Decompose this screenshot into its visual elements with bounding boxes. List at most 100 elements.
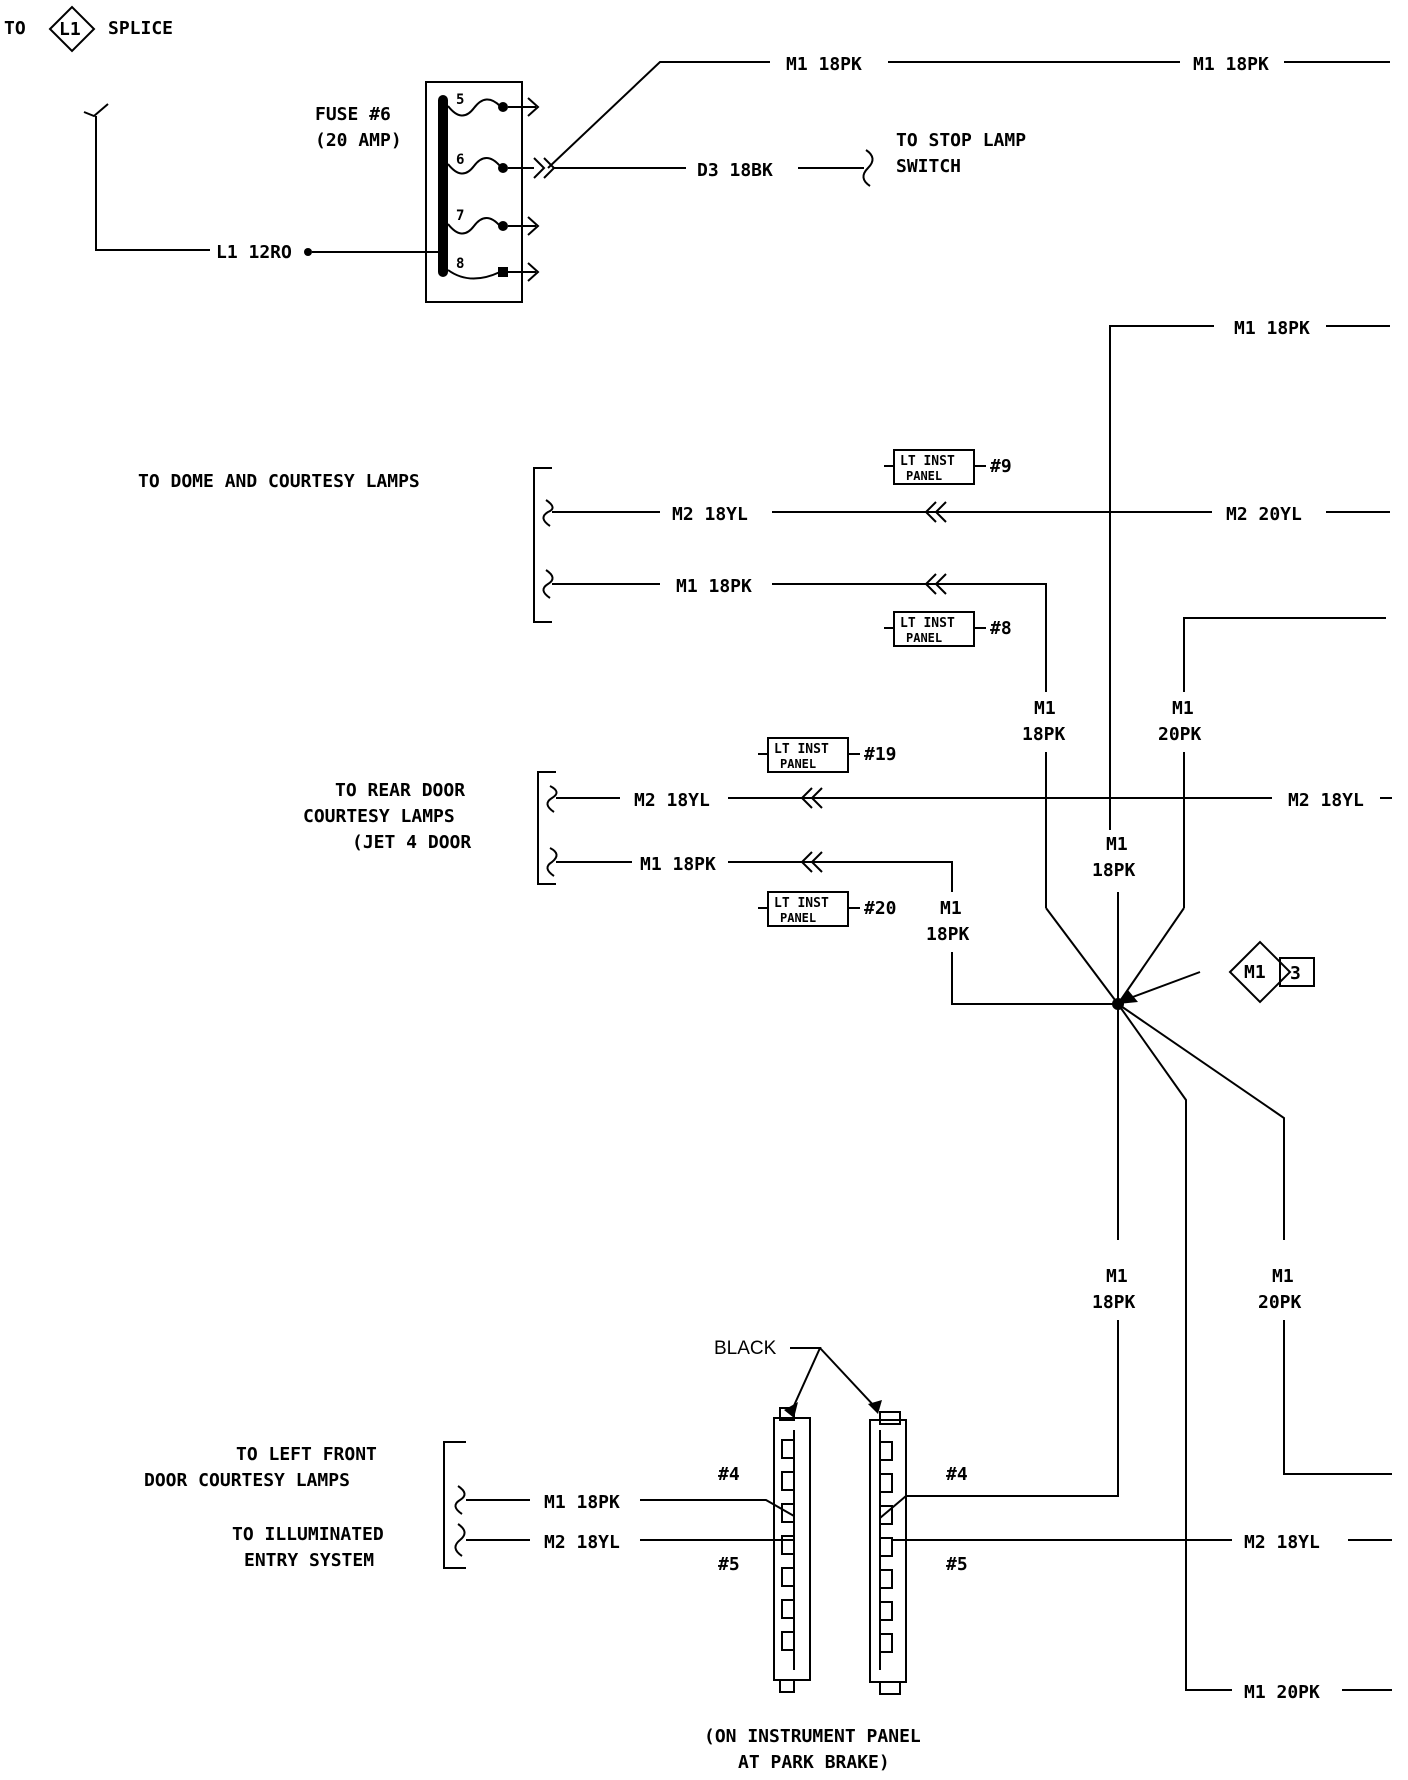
connector-label-1: LT INST: [774, 896, 829, 911]
fuse-element-icon: [447, 269, 501, 280]
wire-m1-rear-to-vertical: [728, 861, 953, 892]
v1-label-2: 18PK: [1022, 724, 1066, 745]
splice-ref-number: 3: [1290, 963, 1301, 984]
rear-bracket: [537, 771, 556, 885]
wire-m2-dome-left-label: M2 18YL: [672, 504, 748, 525]
v6-label-1: M1: [1272, 1266, 1294, 1287]
bottom-right-wires: M2 18YL M1 20PK: [879, 1495, 1392, 1703]
wire-break-icon: [862, 149, 874, 187]
wire-break-icon: [546, 847, 558, 877]
connector-right-latch: [879, 1411, 901, 1425]
fuse-terminal: [498, 163, 508, 173]
connector-left-foot: [779, 1679, 795, 1693]
connector-label-1: LT INST: [774, 742, 829, 757]
fuse-output-arrow-icon: [508, 216, 540, 236]
splice-diamond-icon: [48, 5, 96, 53]
black-label: BLACK: [714, 1338, 777, 1359]
wire-break-icon: [542, 569, 554, 599]
rear-label-2: COURTESY LAMPS: [303, 806, 455, 827]
fuse-block: FUSE #6 (20 AMP) 5 6 7 8: [315, 81, 540, 303]
vertical-wire-labels-lower: M1 18PK M1 20PK: [906, 1266, 1392, 1497]
pin4-left: #4: [718, 1464, 740, 1485]
connector-lt-inst-panel-19: LT INST PANEL #19: [758, 737, 897, 773]
connector-label-2: PANEL: [906, 631, 942, 645]
left-front-section: TO LEFT FRONT DOOR COURTESY LAMPS TO ILL…: [144, 1441, 795, 1571]
fuse-slot-label: 8: [456, 256, 464, 272]
v1-label-1: M1: [1034, 698, 1056, 719]
wire-v6: [1283, 1320, 1392, 1475]
wire-l1-label: L1 12RO: [216, 242, 292, 263]
fuse-output-arrow-icon: [508, 97, 540, 117]
wire-v5-to-connector: [906, 1320, 1119, 1497]
wire-m2-dome-right-label: M2 20YL: [1226, 504, 1302, 525]
wire-m1-lf-to-connector: [640, 1499, 795, 1517]
fuse-terminal: [498, 267, 508, 277]
v2-label-1: M1: [1172, 698, 1194, 719]
v3-label-1: M1: [1106, 834, 1128, 855]
rear-label-1: TO REAR DOOR: [335, 780, 465, 801]
wire-l1-path: [95, 116, 210, 251]
wire-break-icon: [454, 1523, 466, 1557]
pointer-arrow-icon: [868, 1400, 882, 1414]
connector-number: #8: [990, 618, 1012, 639]
vertical-wire-labels-upper: M1 18PK M1 20PK: [1022, 617, 1386, 908]
wire-pin4-right-stub: [879, 1495, 907, 1519]
fuse-slot-label: 6: [456, 152, 464, 168]
wire-d3-label: D3 18BK: [697, 160, 773, 181]
v4-label-2: 18PK: [926, 924, 970, 945]
dome-label: TO DOME AND COURTESY LAMPS: [138, 471, 420, 492]
wire-m1-bottom-right-label: M1 20PK: [1244, 1682, 1320, 1703]
fuse-slot-5: 5: [447, 92, 540, 117]
wire-break-icon: [546, 785, 558, 813]
wire-m1-lf-label: M1 18PK: [544, 1492, 620, 1513]
rear-door-section: TO REAR DOOR COURTESY LAMPS (JET 4 DOOR …: [303, 737, 1392, 1005]
wire-m1-rear-left-label: M1 18PK: [640, 854, 716, 875]
pin5-right: #5: [946, 1554, 968, 1575]
fuse-block-box: [425, 81, 523, 303]
dome-bracket: [533, 467, 552, 623]
v4-label-1: M1: [940, 898, 962, 919]
connector-right-foot: [879, 1681, 901, 1695]
main-vertical: M1 18PK: [1109, 318, 1390, 1000]
wire-m1-20pk-upper: [1183, 617, 1386, 692]
wire-m1-dome-left-label: M1 18PK: [676, 576, 752, 597]
fuse-terminal: [498, 221, 508, 231]
fuse-slot-label: 5: [456, 92, 464, 108]
connector-double-arrow-icon: [924, 573, 947, 595]
connector-label-1: LT INST: [900, 454, 955, 469]
dome-courtesy-section: TO DOME AND COURTESY LAMPS M2 18YL M2 20…: [138, 449, 1390, 692]
wire-m2-lf-label: M2 18YL: [544, 1532, 620, 1553]
wire-splice-out-m1-20pk-right: [1117, 1003, 1285, 1240]
wire-splice-in-1: [1045, 907, 1119, 1005]
connector-right-pins-icon: [879, 1430, 893, 1670]
wire-v4: [951, 952, 1118, 1005]
stop-lamp-label-1: TO STOP LAMP: [896, 130, 1026, 151]
fuse-output-arrow-icon: [508, 262, 540, 282]
wire-m2-rear-left-label: M2 18YL: [634, 790, 710, 811]
fuse-rating: (20 AMP): [315, 130, 402, 151]
splice-pointer: [1129, 971, 1201, 999]
wire-l1-dot: [304, 248, 312, 256]
connector-number: #9: [990, 456, 1012, 477]
location-label-1: (ON INSTRUMENT PANEL: [704, 1726, 921, 1747]
fuse-slot-8: 8: [447, 256, 540, 282]
splice-reference-l1: TO L1 SPLICE: [4, 5, 173, 53]
illuminated-label-2: ENTRY SYSTEM: [244, 1550, 374, 1571]
wire-m1-main-upper: [1109, 325, 1214, 830]
wire-break-icon: [83, 103, 109, 118]
splice-diamond-icon: [1228, 940, 1292, 1004]
v5-label-1: M1: [1106, 1266, 1128, 1287]
black-pointer-right: [819, 1347, 877, 1409]
wire-m2-bottom-right-label: M2 18YL: [1244, 1532, 1320, 1553]
v5-label-2: 18PK: [1092, 1292, 1136, 1313]
connector-label-1: LT INST: [900, 616, 955, 631]
wire-break-icon: [542, 499, 554, 527]
fuse-element-icon: [447, 98, 501, 117]
fuse-slot-7: 7: [447, 208, 540, 236]
splice-ref-box: [1279, 957, 1315, 987]
fuse-terminal: [498, 102, 508, 112]
wire-break-icon: [454, 1485, 466, 1515]
connector-left-latch: [779, 1407, 795, 1421]
splice-pointer-arrow-icon: [1118, 990, 1138, 1004]
fuse-title: FUSE #6: [315, 104, 391, 125]
